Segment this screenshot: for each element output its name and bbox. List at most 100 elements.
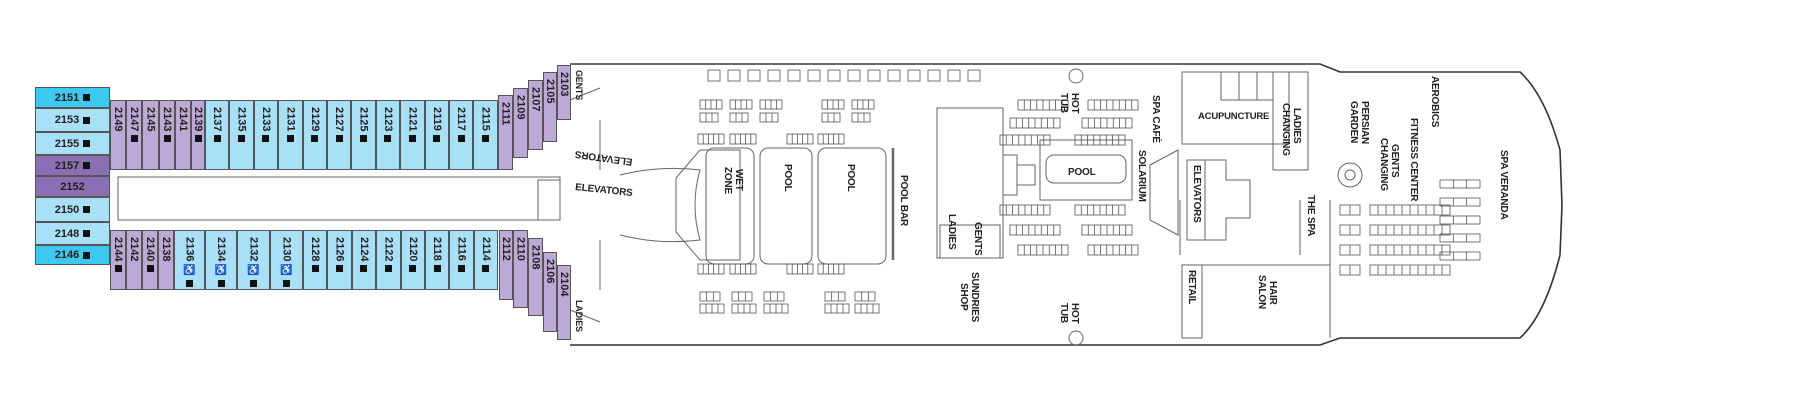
- cabin-2117[interactable]: 2117: [449, 100, 474, 170]
- cabin-marker-icon: [194, 135, 202, 143]
- cabin-2103[interactable]: 2103: [557, 65, 571, 120]
- cabin-2139[interactable]: 2139: [191, 100, 205, 170]
- cabin-number: 2157: [54, 159, 80, 172]
- cabin-marker-icon: [311, 135, 319, 143]
- cabin-2144[interactable]: 2144: [110, 230, 126, 290]
- cabin-2128[interactable]: 2128: [303, 230, 328, 290]
- cabin-2152[interactable]: 2152: [35, 176, 110, 197]
- lounger-group: [699, 291, 721, 302]
- cabin-marker-icon: [384, 135, 392, 143]
- cabin-2153[interactable]: 2153: [35, 108, 110, 132]
- cabin-marker-icon: [408, 135, 416, 143]
- cabin-2142[interactable]: 2142: [126, 230, 142, 290]
- cabin-marker-icon: [384, 265, 392, 273]
- cabin-2108[interactable]: 2108: [528, 238, 543, 316]
- lounger-group: [1369, 264, 1451, 276]
- lounger-group: [999, 204, 1051, 216]
- cabin-marker-icon: [283, 280, 290, 288]
- cabin-marker-icon: [186, 280, 193, 288]
- cabin-2121[interactable]: 2121: [400, 100, 425, 170]
- cabin-2118[interactable]: 2118: [425, 230, 450, 290]
- cabin-number: 2104: [558, 272, 570, 297]
- cabin-2109[interactable]: 2109: [513, 88, 528, 158]
- cabin-2127[interactable]: 2127: [327, 100, 352, 170]
- lounger-group: [1074, 204, 1126, 216]
- cabin-2157[interactable]: 2157: [35, 155, 110, 176]
- cabin-2155[interactable]: 2155: [35, 132, 110, 155]
- cabin-2112[interactable]: 2112: [498, 230, 513, 300]
- cabin-2116[interactable]: 2116: [449, 230, 474, 290]
- cabin-2125[interactable]: 2125: [351, 100, 376, 170]
- cabin-2122[interactable]: 2122: [376, 230, 401, 290]
- cabin-2140[interactable]: 2140: [142, 230, 158, 290]
- cabin-number: 2139: [192, 107, 204, 132]
- the-spa-label: THE SPA: [1305, 195, 1316, 237]
- cabin-number: 2135: [235, 107, 248, 132]
- lounger-group: [824, 303, 850, 314]
- cabin-number: 2151: [54, 91, 80, 104]
- cabin-number: 2107: [529, 87, 542, 112]
- cabin-number: 2132: [247, 237, 260, 262]
- cabin-2123[interactable]: 2123: [375, 100, 401, 170]
- cabin-2134[interactable]: 2134♿: [205, 230, 237, 290]
- cabin-2143[interactable]: 2143: [159, 100, 175, 170]
- cabin-2132[interactable]: 2132♿: [237, 230, 270, 290]
- lounger-group: [759, 112, 779, 123]
- lounger-group: [821, 99, 845, 110]
- cabin-marker-icon: [217, 280, 225, 288]
- cabin-2151[interactable]: 2151: [35, 87, 110, 108]
- cabin-2150[interactable]: 2150: [35, 197, 110, 222]
- ladies-fwd-label: LADIES: [574, 300, 584, 332]
- cabin-2120[interactable]: 2120: [400, 230, 425, 290]
- cabin-2129[interactable]: 2129: [302, 100, 327, 170]
- cabin-2149[interactable]: 2149: [110, 100, 126, 170]
- cabin-number: 2144: [112, 237, 124, 262]
- cabin-number: 2119: [430, 107, 443, 131]
- wet-zone-label: WET ZONE: [722, 166, 744, 194]
- cabin-2111[interactable]: 2111: [498, 95, 513, 170]
- cabin-2126[interactable]: 2126: [327, 230, 352, 290]
- cabin-2130[interactable]: 2130♿: [270, 230, 303, 290]
- cabin-2114[interactable]: 2114: [473, 230, 499, 290]
- cabin-2104[interactable]: 2104: [557, 265, 571, 340]
- cabin-2147[interactable]: 2147: [126, 100, 142, 170]
- cabin-2107[interactable]: 2107: [528, 80, 543, 150]
- spa-cafe-label: SPA CAFÉ: [1150, 95, 1161, 143]
- cabin-number: 2131: [284, 107, 297, 132]
- hot-tub-top-label: HOT TUB: [1058, 92, 1080, 114]
- cabin-2119[interactable]: 2119: [424, 100, 449, 170]
- cabin-2110[interactable]: 2110: [513, 230, 528, 308]
- cabin-2138[interactable]: 2138: [158, 230, 174, 290]
- cabin-2141[interactable]: 2141: [175, 100, 191, 170]
- cabin-number: 2106: [544, 259, 556, 284]
- cabin-marker-icon: [360, 265, 368, 273]
- pool-2-label: POOL: [845, 164, 856, 192]
- cabin-2145[interactable]: 2145: [142, 100, 159, 170]
- cabin-2133[interactable]: 2133: [253, 100, 279, 170]
- cabin-2115[interactable]: 2115: [473, 100, 498, 170]
- lounger-group: [1074, 134, 1126, 146]
- cabin-2106[interactable]: 2106: [543, 252, 557, 332]
- cabin-marker-icon: [457, 134, 465, 142]
- cabin-marker-icon: [335, 135, 343, 143]
- elevators-aft-label: ELEVATORS: [1191, 165, 1202, 223]
- cabin-2124[interactable]: 2124: [351, 230, 377, 290]
- cabin-2137[interactable]: 2137: [205, 100, 230, 170]
- cabin-number: 2111: [499, 102, 512, 126]
- lounger-group: [747, 69, 761, 82]
- cabin-2136[interactable]: 2136♿: [174, 230, 205, 290]
- lounger-group: [1339, 224, 1361, 236]
- lounger-group: [1369, 204, 1451, 216]
- cabin-2131[interactable]: 2131: [278, 100, 303, 170]
- cabin-number: 2110: [514, 237, 527, 261]
- cabin-number: 2125: [357, 107, 370, 132]
- pool-1-label: POOL: [782, 164, 793, 192]
- cabin-marker-icon: [336, 265, 344, 273]
- cabin-2146[interactable]: 2146: [35, 245, 110, 265]
- cabin-2148[interactable]: 2148: [35, 222, 110, 245]
- cabin-2105[interactable]: 2105: [543, 72, 557, 142]
- lounger-group: [947, 69, 961, 82]
- cabin-number: 2134: [215, 237, 227, 262]
- cabin-2135[interactable]: 2135: [229, 100, 254, 170]
- cabin-number: 2155: [54, 137, 80, 150]
